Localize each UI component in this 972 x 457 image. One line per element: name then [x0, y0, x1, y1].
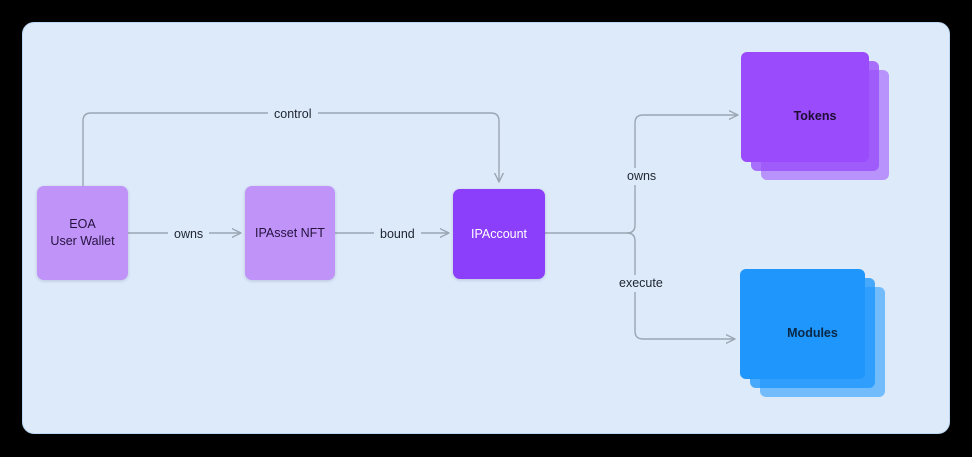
node-eoa-line2: User Wallet: [50, 234, 115, 248]
node-eoa-user-wallet[interactable]: EOA User Wallet: [37, 186, 128, 280]
edge-label-owns-tokens: owns: [621, 168, 663, 185]
edge-label-owns-wallet: owns: [168, 226, 210, 243]
node-tokens-label: Tokens: [793, 108, 837, 123]
node-ipaccount[interactable]: IPAccount: [453, 189, 545, 279]
node-eoa-line1: EOA: [69, 217, 96, 231]
node-ipasset-nft[interactable]: IPAsset NFT: [245, 186, 335, 280]
edge-label-bound: bound: [374, 226, 421, 243]
node-modules-stack[interactable]: Modules: [740, 269, 905, 411]
tokens-layer-front: [741, 52, 869, 162]
modules-layer-front: [740, 269, 865, 379]
edge-label-control: control: [268, 106, 318, 123]
node-tokens-stack[interactable]: Tokens: [741, 52, 909, 196]
edge-label-execute-modules: execute: [613, 275, 669, 292]
node-ipaccount-label: IPAccount: [470, 226, 528, 241]
node-ipasset-nft-label: IPAsset NFT: [255, 225, 325, 240]
node-modules-label: Modules: [787, 325, 838, 340]
